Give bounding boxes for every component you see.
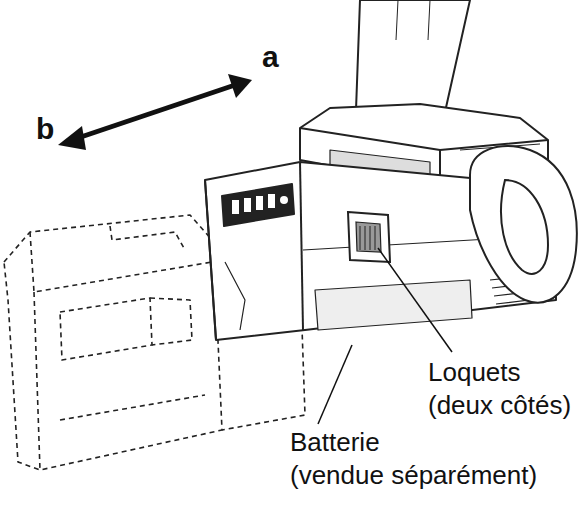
belt-hook: [470, 146, 577, 302]
direction-arrow: [58, 74, 252, 150]
wrap-spacer: [440, 426, 574, 456]
direction-letter: a: [262, 40, 302, 74]
latch: [348, 212, 390, 262]
direction-letter: b: [36, 112, 76, 146]
part-label: Loquets (deux côtés): [428, 356, 576, 422]
part-label: Batterie (vendue séparément): [290, 426, 574, 492]
wrap-spacer: [526, 356, 576, 386]
